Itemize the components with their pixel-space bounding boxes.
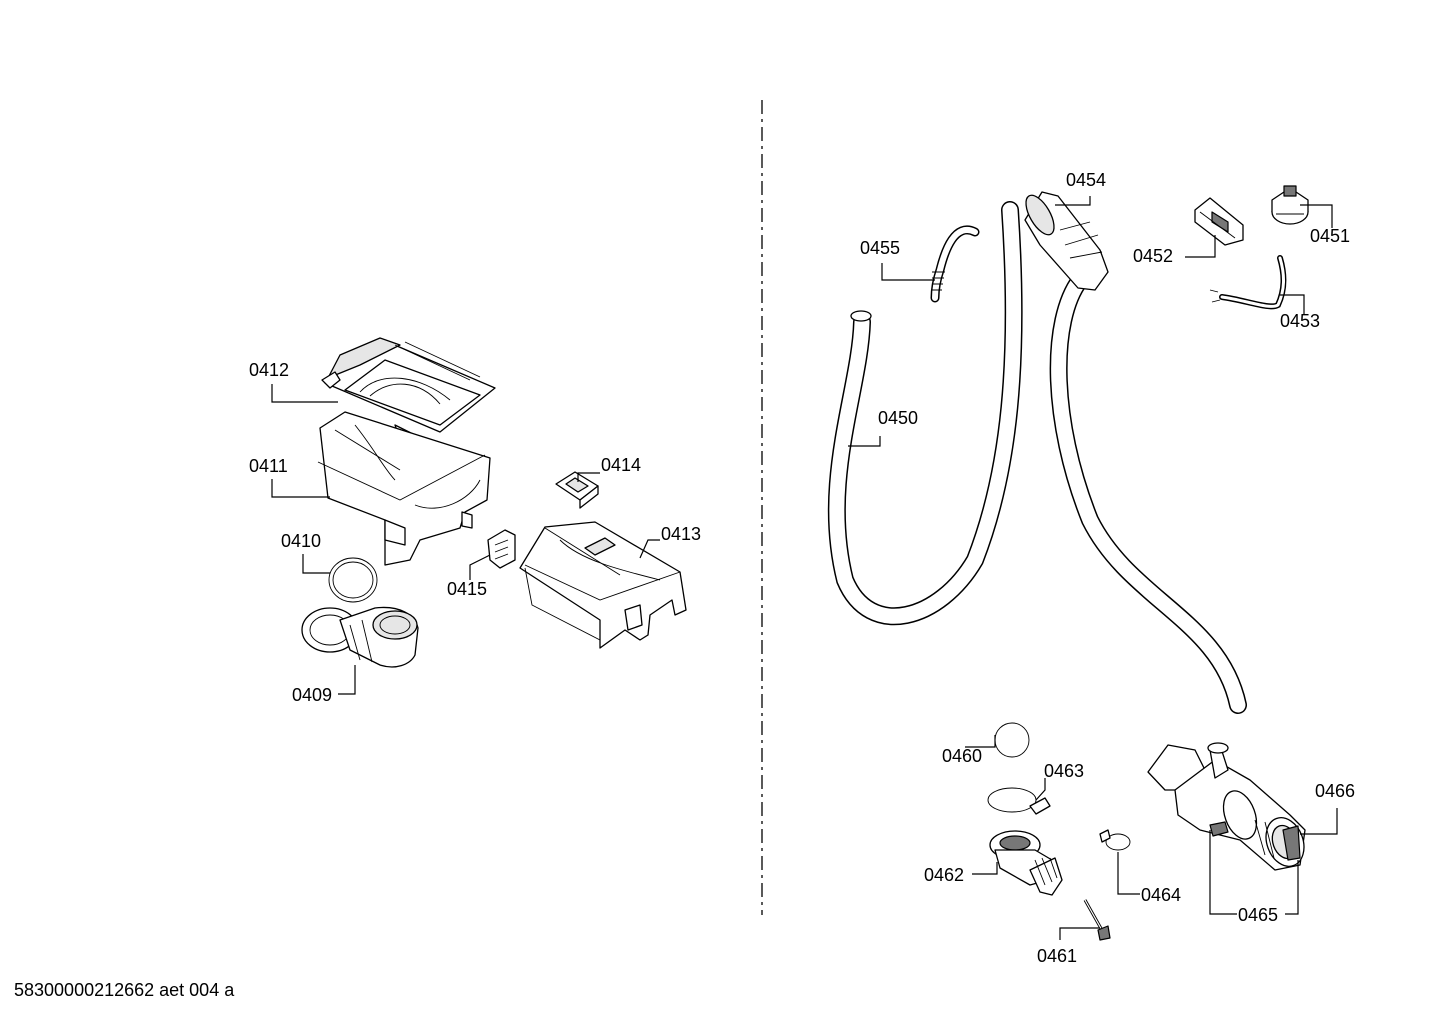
part-0461-screw (1083, 899, 1111, 941)
leader-0452 (1185, 235, 1216, 258)
part-0452-clip (1194, 197, 1244, 246)
label-0411: 0411 (249, 456, 288, 476)
part-0410-seal-ring (328, 557, 378, 603)
part-0463-hose-clamp (987, 787, 1051, 815)
leader-0462 (972, 862, 998, 875)
label-0465: 0465 (1238, 905, 1278, 925)
part-0411-dispenser-housing (317, 411, 491, 566)
label-0460: 0460 (942, 746, 982, 766)
label-0415: 0415 (447, 579, 487, 599)
part-0453-tube (1209, 255, 1287, 310)
part-0460-o-ring (994, 722, 1030, 758)
label-0413: 0413 (661, 524, 701, 544)
label-0412: 0412 (249, 360, 289, 380)
label-0453: 0453 (1280, 311, 1320, 331)
label-0409: 0409 (292, 685, 332, 705)
part-0462-sump-hose (989, 830, 1063, 896)
part-0454-hose-connector (1024, 191, 1247, 714)
leader-0455 (881, 263, 935, 281)
part-0413-dispenser-drawer (519, 521, 687, 649)
label-0450: 0450 (878, 408, 918, 428)
leader-0413 (639, 539, 660, 559)
leader-0461 (1059, 927, 1100, 940)
label-0466: 0466 (1315, 781, 1355, 801)
leader-0464 (1117, 852, 1140, 895)
leader-0450 (848, 436, 881, 447)
label-0464: 0464 (1141, 885, 1181, 905)
leader-0465b (1285, 860, 1299, 915)
leader-0411 (271, 479, 330, 498)
leader-0453 (1280, 294, 1305, 315)
part-0466-drain-pump (1147, 742, 1306, 871)
leader-0463 (1035, 778, 1046, 801)
label-0462: 0462 (924, 865, 964, 885)
label-0455: 0455 (860, 238, 900, 258)
part-0464-small-clamp (1099, 829, 1131, 851)
label-0463: 0463 (1044, 761, 1084, 781)
part-0415-siphon-cap (487, 529, 516, 569)
part-0414-insert (555, 471, 599, 509)
part-0409-bellows-elbow (301, 606, 419, 668)
leader-0451 (1300, 204, 1333, 228)
part-0455-small-hose (930, 225, 980, 303)
leader-0454 (1055, 196, 1091, 206)
leader-0412 (271, 384, 338, 403)
leader-0465 (1209, 830, 1237, 915)
label-0452: 0452 (1133, 246, 1173, 266)
label-0414: 0414 (601, 455, 641, 475)
leader-0410 (302, 554, 330, 574)
leader-0466 (1300, 808, 1338, 835)
part-0450-hose (827, 201, 1023, 626)
document-id: 58300000212662 aet 004 a (14, 980, 235, 1000)
label-0461: 0461 (1037, 946, 1077, 966)
part-0451-pressure-sensor (1271, 185, 1309, 225)
label-0454: 0454 (1066, 170, 1106, 190)
label-0451: 0451 (1310, 226, 1350, 246)
leader-0415 (469, 554, 491, 580)
leader-0460 (965, 735, 996, 748)
label-0410: 0410 (281, 531, 321, 551)
leader-0414 (577, 472, 600, 482)
leader-0409 (338, 665, 356, 695)
